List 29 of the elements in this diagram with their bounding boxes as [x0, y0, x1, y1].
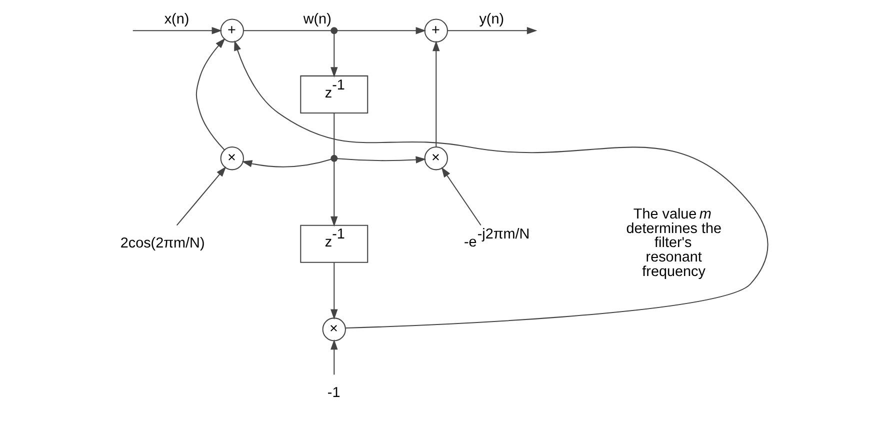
- node-text: 2cos(2πm/N): [120, 236, 204, 252]
- node-circle: +: [220, 18, 244, 42]
- arrow: [336, 156, 426, 164]
- node-dot: [330, 154, 338, 162]
- arrow: [176, 166, 226, 226]
- node-dot: [330, 27, 338, 34]
- arrow: [195, 38, 225, 150]
- node-circle: ×: [424, 146, 448, 170]
- label: The value m determines the filter's resonant frequency: [626, 206, 722, 280]
- node-circle: ×: [322, 318, 346, 342]
- arrow: [330, 161, 338, 227]
- edge-label: y(n): [478, 12, 504, 28]
- arrow: [241, 158, 331, 168]
- node-label: w(n): [302, 12, 331, 28]
- arrow: [330, 339, 338, 375]
- arrow: [234, 40, 768, 329]
- arrow: [330, 262, 338, 320]
- node-circle: +: [424, 18, 448, 42]
- arrow: [432, 40, 440, 147]
- arrow: [440, 167, 481, 226]
- node-text: -1: [326, 385, 340, 402]
- arrow: [132, 27, 222, 34]
- arrow: [330, 34, 338, 78]
- edge-label: x(n): [164, 12, 189, 28]
- node-circle: ×: [220, 146, 244, 170]
- connector: [333, 113, 334, 156]
- arrow: [336, 27, 426, 34]
- connector: [243, 30, 330, 32]
- arrow: [447, 27, 537, 34]
